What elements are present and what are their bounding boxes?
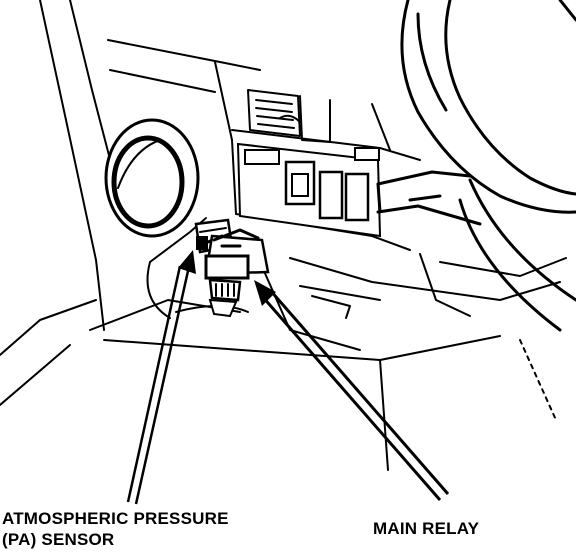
steering-wheel — [400, 0, 576, 332]
air-vent-left — [104, 118, 200, 238]
pa-sensor-callout-line2: (PA) SENSOR — [2, 530, 115, 549]
pa-sensor-callout-line1: ATMOSPHERIC PRESSURE — [2, 509, 229, 528]
switch-panel — [236, 142, 382, 238]
main-relay — [204, 228, 270, 318]
main-relay-callout: MAIN RELAY — [373, 519, 480, 538]
main-relay-leader-line — [254, 280, 450, 501]
pa-sensor-leader-line — [126, 250, 196, 505]
pa-sensor-callout: ATMOSPHERIC PRESSURE (PA) SENSOR — [2, 508, 229, 550]
steering-column — [376, 170, 482, 226]
dashboard-body — [89, 39, 567, 471]
a-pillar — [0, 0, 119, 406]
center-vents — [247, 89, 391, 151]
